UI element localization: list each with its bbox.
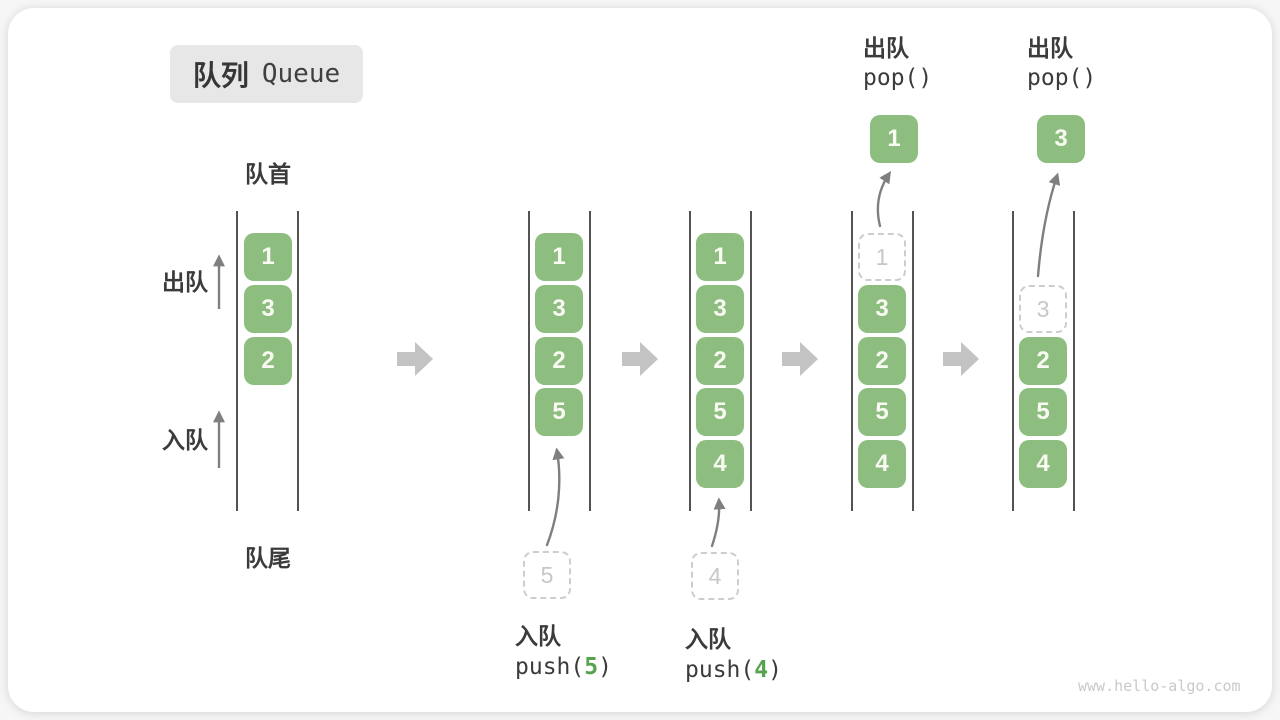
- queue-cell: 4: [858, 440, 906, 488]
- dequeue-side-label: 出队: [162, 269, 208, 295]
- diagram-title-box: 队列 Queue: [170, 45, 363, 103]
- code-fn-open: push(: [515, 654, 585, 680]
- queue-cell: 4: [1019, 440, 1067, 488]
- queue-cell: 1: [696, 233, 744, 281]
- queue-cell: 3: [535, 285, 583, 333]
- queue-cell: 5: [535, 388, 583, 436]
- code-arg: 4: [754, 657, 769, 683]
- enqueue-action-label: 入队: [515, 623, 561, 649]
- code-fn-open: push(: [685, 657, 755, 683]
- queue-wall-left: [1012, 211, 1014, 511]
- incoming-ghost-cell: 5: [523, 551, 571, 599]
- queue-cell: 5: [858, 388, 906, 436]
- queue-cell: 5: [696, 388, 744, 436]
- title-en: Queue: [261, 59, 341, 89]
- diagram-card: [8, 8, 1272, 712]
- queue-cell: 3: [858, 285, 906, 333]
- dequeue-action-label: 出队: [1027, 35, 1073, 61]
- removed-ghost-cell: 1: [858, 233, 906, 281]
- queue-cell: 3: [696, 285, 744, 333]
- code-arg: 5: [584, 654, 599, 680]
- dequeue-action-code: pop(): [863, 65, 933, 91]
- queue-wall-right: [912, 211, 914, 511]
- incoming-ghost-cell: 4: [691, 552, 739, 600]
- queue-wall-left: [528, 211, 530, 511]
- popped-cell: 3: [1037, 115, 1085, 163]
- queue-cell: 1: [244, 233, 292, 281]
- enqueue-action-code: push(5): [515, 654, 612, 680]
- enqueue-action-code: push(4): [685, 657, 782, 683]
- code-fn-close: ): [598, 654, 612, 680]
- queue-cell: 2: [858, 337, 906, 385]
- enqueue-action-label: 入队: [685, 626, 731, 652]
- queue-cell: 2: [535, 337, 583, 385]
- queue-wall-left: [236, 211, 238, 511]
- queue-cell: 2: [1019, 337, 1067, 385]
- queue-cell: 4: [696, 440, 744, 488]
- title-zh: 队列: [192, 60, 249, 91]
- queue-wall-left: [689, 211, 691, 511]
- queue-rear-label: 队尾: [245, 545, 291, 571]
- queue-cell: 3: [244, 285, 292, 333]
- queue-wall-right: [1073, 211, 1075, 511]
- queue-wall-right: [750, 211, 752, 511]
- enqueue-side-label: 入队: [162, 427, 208, 453]
- queue-front-label: 队首: [245, 161, 291, 187]
- code-fn-close: ): [768, 657, 782, 683]
- queue-wall-right: [297, 211, 299, 511]
- dequeue-action-code: pop(): [1027, 65, 1097, 91]
- dequeue-action-label: 出队: [863, 35, 909, 61]
- queue-cell: 2: [696, 337, 744, 385]
- queue-cell: 1: [535, 233, 583, 281]
- queue-cell: 5: [1019, 388, 1067, 436]
- removed-ghost-cell: 3: [1019, 285, 1067, 333]
- queue-wall-left: [851, 211, 853, 511]
- queue-wall-right: [589, 211, 591, 511]
- queue-cell: 2: [244, 337, 292, 385]
- watermark: www.hello-algo.com: [1078, 677, 1241, 695]
- popped-cell: 1: [870, 115, 918, 163]
